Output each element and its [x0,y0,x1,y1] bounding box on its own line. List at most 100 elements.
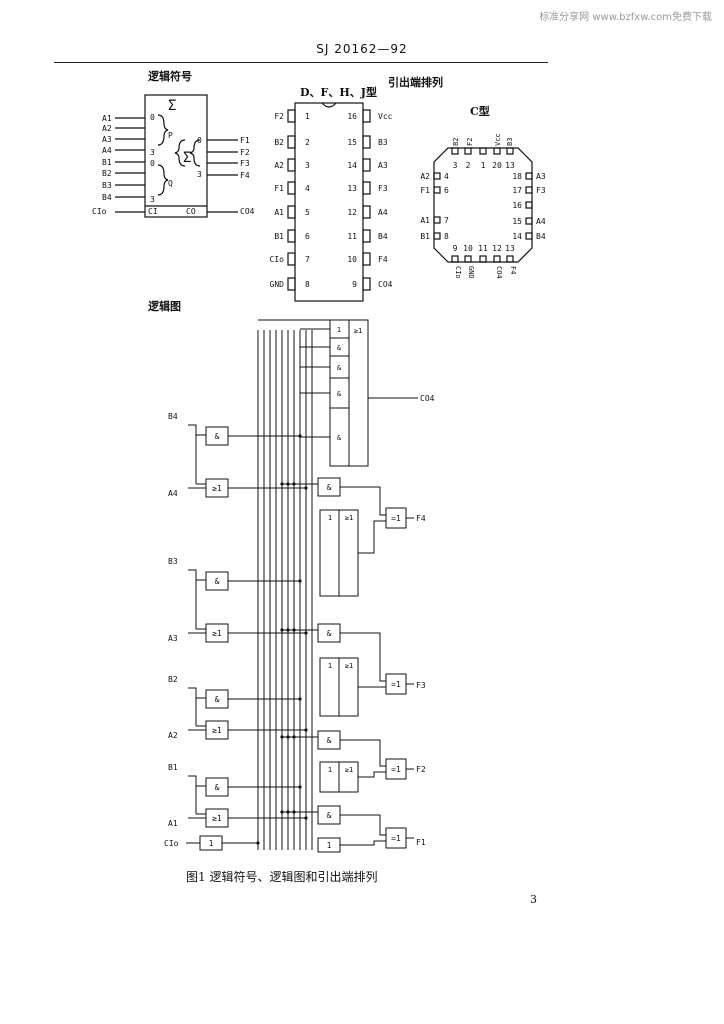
dip-pin-label: F3 [378,184,388,193]
diagram-input-label: B2 [168,675,178,684]
dip-pin-label: A2 [274,161,284,170]
brace [174,139,186,167]
index-label: 3 [197,170,202,179]
dip-pin-number: 5 [305,208,310,217]
sum-buffer-gate-symbol: 1 [327,841,332,850]
c-pin-number: 17 [512,186,522,195]
carry-out-row-symbol: & [337,344,342,352]
diagram-output-label: F1 [416,838,426,847]
diagram-output-label: F3 [416,681,426,690]
c-pin [464,147,472,155]
carry-out-row-symbol: & [337,364,342,372]
diagram-output-label: F4 [416,514,426,523]
logic-diagram: 1&&&&≥1CO4B4A4&≥1B3A3&≥1B2A2&≥1B1A1&≥1CI… [164,319,435,853]
junction-dot [304,631,308,635]
dip-pin-label: CO4 [378,280,393,289]
output-co4-label: CO4 [420,394,435,403]
package-c-title: C型 [470,105,490,118]
output-label: F1 [240,136,250,145]
dip-pin [362,205,371,219]
dip-pin [362,277,371,291]
sum-and-gate-symbol: & [327,811,332,820]
symbol-sigma: Σ [183,150,191,166]
diagram-input-label: A4 [168,489,178,498]
c-pin [493,147,501,155]
nand-gate-symbol: & [215,432,220,441]
c-pin-number: 13 [505,244,515,253]
junction-dot [286,810,290,814]
c-pin-number: 2 [466,161,471,170]
junction-dot [292,735,296,739]
sum-wire [358,520,386,554]
c-pin-number: 14 [512,232,522,241]
junction-dot [298,579,302,583]
c-pin-number: 7 [444,216,449,225]
dip-pin-label: B4 [378,232,388,241]
input-wire [188,569,206,581]
junction-dot [286,735,290,739]
dip-pin-number: 8 [305,280,310,289]
c-pin-label: GND [467,266,475,279]
c-pin [506,255,514,263]
c-pin [479,147,487,155]
sum-wire [340,840,386,846]
symbol-outline [144,94,208,218]
dip-pin-number: 4 [305,184,310,193]
input-wire [188,687,206,699]
c-pin-number: 8 [444,232,449,241]
c-pin-number: 4 [444,172,449,181]
c-pin-number: 10 [463,244,473,253]
c-pin-label: A3 [536,172,546,181]
sum-wire [340,814,386,836]
c-pin [525,201,533,209]
carry-out-row-symbol: & [337,390,342,398]
c-pin-number: 1 [481,161,486,170]
input-label: B4 [102,193,112,202]
sum-or-symbol: ≥1 [345,766,353,774]
c-pin-number: 6 [444,186,449,195]
section-logic-diagram: 逻辑图 [148,300,181,313]
c-pin-label: F3 [536,186,546,195]
index-label: 0 [197,136,202,145]
dip-pin-label: GND [270,280,285,289]
c-pin-number: 15 [512,217,522,226]
index-label: 3 [150,195,155,204]
dip-pin [287,229,296,243]
c-pin-number: 13 [505,161,515,170]
junction-dot [304,486,308,490]
section-pinout: 引出端排列 [388,76,443,89]
c-pin-label: B1 [420,232,430,241]
dip-pin-number: 3 [305,161,310,170]
input-wire [188,775,206,787]
dip-pin [362,181,371,195]
index-label: 0 [150,113,155,122]
dip-pin [287,205,296,219]
watermark: 标准分享网 www.bzfxw.com免费下载 [539,12,712,23]
nor-gate-symbol: ≥1 [212,484,222,493]
input-wire [188,424,206,436]
nand-gate-symbol: & [215,783,220,792]
header-rule [54,62,548,63]
c-pin-label: CO4 [495,266,503,279]
dip-pin [287,277,296,291]
dip-pin-number: 10 [347,255,357,264]
c-pin-number: 18 [512,172,522,181]
dip-pin-label: B2 [274,138,284,147]
c-pin [433,172,441,180]
input-label: B1 [102,158,112,167]
junction-dot [304,816,308,820]
dip-pin [362,229,371,243]
input-label: B3 [102,181,112,190]
output-label: F4 [240,171,250,180]
sum-wire [340,486,386,516]
dip-pin-number: 13 [347,184,357,193]
carry-out-row-symbol: 1 [337,326,341,334]
junction-dot [280,810,284,814]
sum-and-gate-symbol: & [327,736,332,745]
index-label: 0 [150,159,155,168]
nand-gate-symbol: & [215,577,220,586]
c-pin [433,186,441,194]
input-label: A3 [102,135,112,144]
dip-pin-number: 6 [305,232,310,241]
